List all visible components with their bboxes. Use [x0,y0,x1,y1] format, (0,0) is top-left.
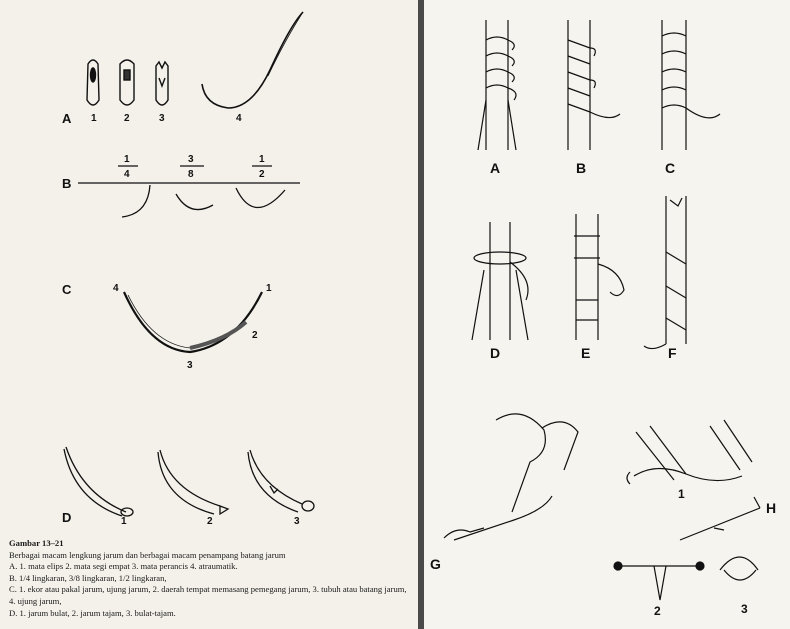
fig-d-item-2: 2 [207,516,213,527]
needle-cutting-bottom [158,452,214,514]
eye-square-hole [124,70,130,80]
fig-c-point-3: 3 [187,360,193,371]
fig-d-label: D [62,510,71,525]
left-page-needles: A 1 2 3 4 B 1 4 3 8 1 2 C 4 1 2 3 D 1 2 … [0,0,418,629]
fig-a-item-3: 3 [159,113,165,124]
technique-h-item-1: 1 [678,487,685,501]
fig-c-point-4: 4 [113,283,119,294]
arc-quarter [122,185,150,217]
section-taper [302,501,314,511]
technique-b [568,20,620,150]
frac-1-num: 1 [124,154,130,165]
arc-half [236,188,285,208]
technique-b-label: B [576,160,586,176]
technique-d-label: D [490,345,500,361]
technique-f-label: F [668,345,677,361]
technique-c-label: C [665,160,675,176]
needle-cutting-top [160,450,220,506]
technique-h [614,420,760,600]
fig-a-item-4: 4 [236,113,242,124]
needle-suture-thread [268,12,303,76]
fig-a-item-1: 1 [91,113,97,124]
caption-title: Gambar 13–21 [9,538,411,550]
caption-line: B. 1/4 lingkaran, 3/8 lingkaran, 1/2 lin… [9,573,411,585]
fig-b-label: B [62,176,71,191]
technique-e [574,214,624,340]
technique-g [444,414,578,540]
eye-french-slit [159,78,165,86]
needle-taper-bottom [248,452,298,512]
needle-taper-top [250,450,302,504]
technique-a [478,20,516,150]
needle-eye-french [156,62,168,105]
caption-line: C. 1. ekor atau pakal jarum, ujung jarum… [9,584,411,607]
right-page-suture-techniques: A B C D E F G H 1 2 3 [424,0,790,629]
fig-d-item-3: 3 [294,516,300,527]
section-round [121,508,133,516]
technique-e-label: E [581,345,590,361]
fig-c-label: C [62,282,71,297]
fig-c-point-1: 1 [266,283,272,294]
needle-eye-square [120,60,134,105]
technique-g-label: G [430,556,441,572]
technique-a-label: A [490,160,500,176]
figure-caption: Gambar 13–21 Berbagai macam lengkung jar… [9,538,411,619]
arc-three-eighths [176,194,213,210]
fig-d-item-1: 1 [121,516,127,527]
technique-h-item-3: 3 [741,602,748,616]
caption-line: Berbagai macam lengkung jarum dan berbag… [9,550,411,562]
technique-f [644,196,686,349]
technique-c [662,20,720,150]
needle-atraumatic [202,12,303,108]
frac-2-den: 8 [188,169,194,180]
fig-a-item-2: 2 [124,113,130,124]
eye-elliptical-hole [91,68,96,82]
needle-illustrations [0,0,418,629]
fig-a-label: A [62,111,71,126]
fig-c-point-2: 2 [252,330,258,341]
section-triangle [220,506,228,514]
caption-line: D. 1. jarum bulat, 2. jarum tajam, 3. bu… [9,608,411,620]
suture-illustrations [424,0,790,629]
frac-2-num: 3 [188,154,194,165]
frac-3-num: 1 [259,154,265,165]
frac-3-den: 2 [259,169,265,180]
technique-h-item-2: 2 [654,604,661,618]
frac-1-den: 4 [124,169,130,180]
technique-d [472,222,528,340]
technique-h-label: H [766,500,776,516]
caption-line: A. 1. mata elips 2. mata segi empat 3. m… [9,561,411,573]
